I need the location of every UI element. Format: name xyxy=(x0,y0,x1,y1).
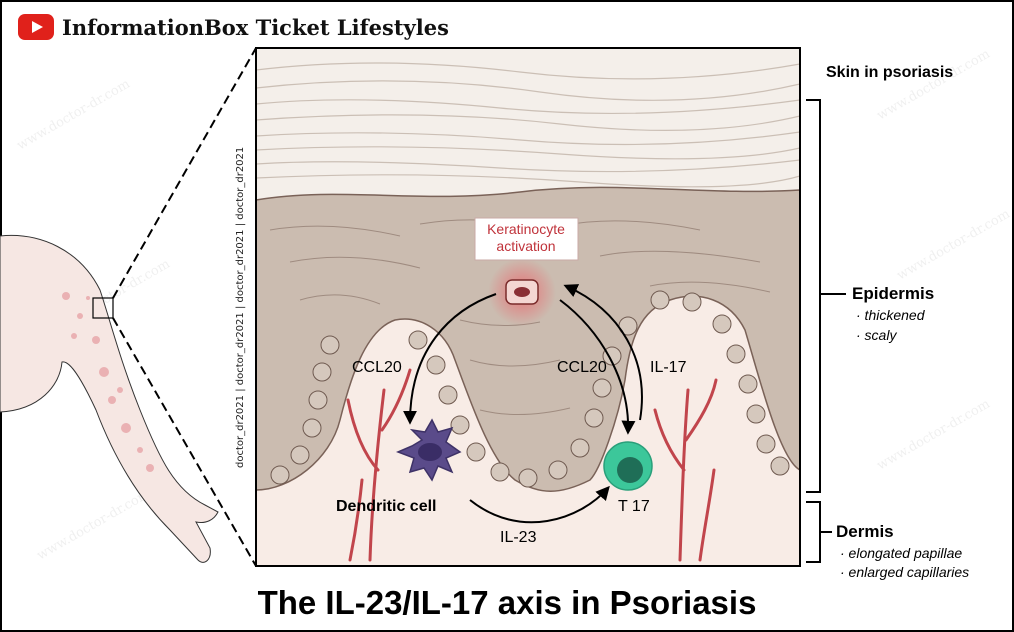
il17-label: IL-17 xyxy=(650,359,687,376)
dermis-heading: Dermis xyxy=(836,522,894,541)
il23-label: IL-23 xyxy=(500,529,537,546)
zoom-box-border xyxy=(255,47,801,567)
brand-header: InformationBox Ticket Lifestyles xyxy=(18,14,449,40)
epidermis-feature-item: · scaly xyxy=(856,327,897,343)
ccl20-right-label: CCL20 xyxy=(557,359,607,376)
t-cell xyxy=(603,441,653,491)
social-handles-text: doctor_dr2021 | doctor_dr2021 | doctor_d… xyxy=(235,146,246,468)
svg-text:www.doctor-dr.com: www.doctor-dr.com xyxy=(35,487,153,564)
dendritic-cell-label: Dendritic cell xyxy=(336,498,436,515)
svg-text:www.doctor-dr.com: www.doctor-dr.com xyxy=(875,47,993,124)
epidermis-feature-item: · thickened xyxy=(856,307,925,323)
epidermis-heading: Epidermis xyxy=(852,284,935,303)
skin-heading: Skin in psoriasis xyxy=(826,64,954,81)
epidermis-features: · thickened · scaly xyxy=(856,305,924,345)
dermis-features: · elongated papillae · enlarged capillar… xyxy=(840,544,969,582)
keratinocyte-cell xyxy=(488,258,556,326)
dermis-feature-item: · elongated papillae xyxy=(840,545,963,561)
svg-text:www.doctor-dr.com: www.doctor-dr.com xyxy=(875,397,993,474)
keratinocyte-label-box xyxy=(474,217,579,261)
brand-title: InformationBox Ticket Lifestyles xyxy=(62,14,449,40)
youtube-play-icon[interactable] xyxy=(18,14,54,40)
dermis-feature-item: · enlarged capillaries xyxy=(840,564,970,580)
svg-text:www.doctor-dr.com: www.doctor-dr.com xyxy=(15,77,133,154)
keratinocyte-label-line1: Keratinocyte xyxy=(487,221,565,237)
t-cell-label: T 17 xyxy=(618,498,650,515)
signal-arrows xyxy=(403,284,643,524)
ccl20-left-label: CCL20 xyxy=(352,359,402,376)
dendritic-cell xyxy=(395,418,462,482)
svg-text:www.doctor-dr.com: www.doctor-dr.com xyxy=(895,207,1013,284)
layer-brackets xyxy=(806,99,846,563)
keratinocyte-label-line2: activation xyxy=(496,238,555,254)
zoom-region-marker xyxy=(92,297,114,319)
page-title: The IL-23/IL-17 axis in Psoriasis xyxy=(257,584,757,621)
social-handles: doctor_dr2021 | doctor_dr2021 | doctor_d… xyxy=(231,128,249,468)
arm-illustration xyxy=(0,47,257,567)
